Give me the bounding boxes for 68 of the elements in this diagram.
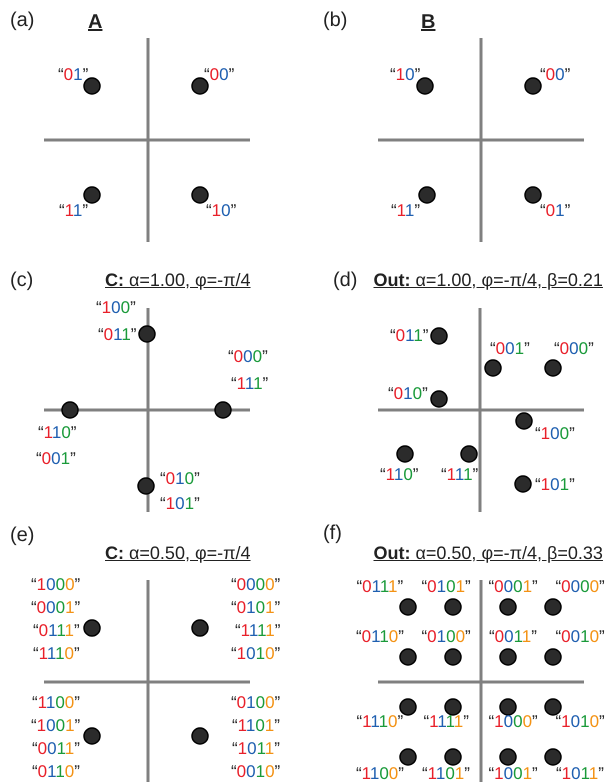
bit-label: “110” — [380, 466, 418, 482]
bit-label: “1100” — [32, 694, 80, 710]
bit-label: “0000” — [231, 576, 280, 592]
bit-label: “000” — [228, 348, 268, 364]
panel-label: (c) — [10, 270, 34, 290]
bit-label: “0000” — [556, 578, 605, 594]
panel-label: (e) — [10, 525, 34, 545]
bit-label: “01” — [540, 202, 570, 218]
bit-label: “11” — [59, 202, 88, 218]
bit-label: “000” — [554, 340, 594, 356]
bit-label: “10” — [206, 202, 236, 218]
panel-heading: Out: α=0.50, φ=-π/4, β=0.33 — [374, 544, 603, 562]
bit-label: “0010” — [556, 628, 605, 644]
panel-heading: A — [88, 12, 102, 32]
bit-label: “00” — [204, 66, 234, 82]
bit-label: “1101” — [232, 716, 280, 734]
bit-label: “010” — [388, 384, 428, 402]
bit-label: “0011” — [32, 740, 80, 756]
bit-label: “0111” — [356, 578, 404, 594]
bit-label: “0110” — [32, 762, 80, 780]
bit-label: “111” — [441, 466, 478, 482]
bit-label: “0011” — [489, 628, 537, 644]
bit-label: “1110” — [33, 644, 80, 662]
bit-label: “1000” — [488, 712, 538, 730]
bit-label: “0111” — [33, 622, 80, 638]
bit-label: “001” — [490, 340, 530, 356]
panel-label: (f) — [323, 523, 342, 543]
bit-label: “100” — [96, 298, 136, 316]
panel-label: (a) — [10, 10, 34, 30]
bit-label: “1010” — [556, 712, 605, 730]
bit-label: “1001” — [31, 716, 80, 734]
bit-label: “1011” — [556, 764, 604, 782]
panel-heading: Out: α=1.00, φ=-π/4, β=0.21 — [374, 271, 603, 289]
bit-label: “11” — [391, 202, 420, 218]
bit-label: “1001” — [488, 764, 538, 782]
panel-heading: C: α=0.50, φ=-π/4 — [105, 544, 251, 562]
bit-label: “1100” — [356, 764, 404, 782]
bit-label: “01” — [58, 66, 88, 82]
bit-label: “0110” — [356, 628, 404, 644]
bit-label: “10” — [390, 66, 420, 82]
bit-label: “1111” — [424, 712, 469, 730]
bit-label: “0001” — [488, 578, 538, 594]
bit-label: “00” — [540, 66, 570, 82]
bit-label: “011” — [98, 326, 136, 342]
panel-label: (d) — [333, 270, 358, 290]
bit-label: “1010” — [231, 644, 280, 662]
bit-label: “0100” — [422, 628, 471, 644]
bit-label: “0101” — [231, 598, 280, 616]
bit-label: “1000” — [31, 576, 80, 592]
panel-label: (b) — [323, 10, 348, 30]
bit-label: “1101” — [422, 764, 470, 782]
bit-label: “001” — [36, 450, 76, 466]
bit-label: “0101” — [422, 578, 471, 594]
bit-label: “011” — [390, 326, 428, 344]
bit-label: “1011” — [232, 740, 280, 756]
bit-label: “0100” — [231, 694, 280, 710]
bit-label: “1110” — [356, 712, 404, 730]
bit-label: “010” — [160, 470, 200, 486]
bit-label: “0010” — [231, 762, 280, 780]
bit-label: “1111” — [235, 622, 280, 638]
bit-label: “110” — [38, 424, 76, 440]
bit-label: “101” — [160, 494, 200, 512]
panel-heading: B — [421, 12, 436, 32]
bit-label: “100” — [535, 424, 575, 442]
bit-label: “0001” — [31, 598, 80, 616]
bit-label: “111” — [231, 374, 268, 392]
bit-label: “101” — [535, 476, 575, 492]
panel-heading: C: α=1.00, φ=-π/4 — [105, 271, 251, 289]
